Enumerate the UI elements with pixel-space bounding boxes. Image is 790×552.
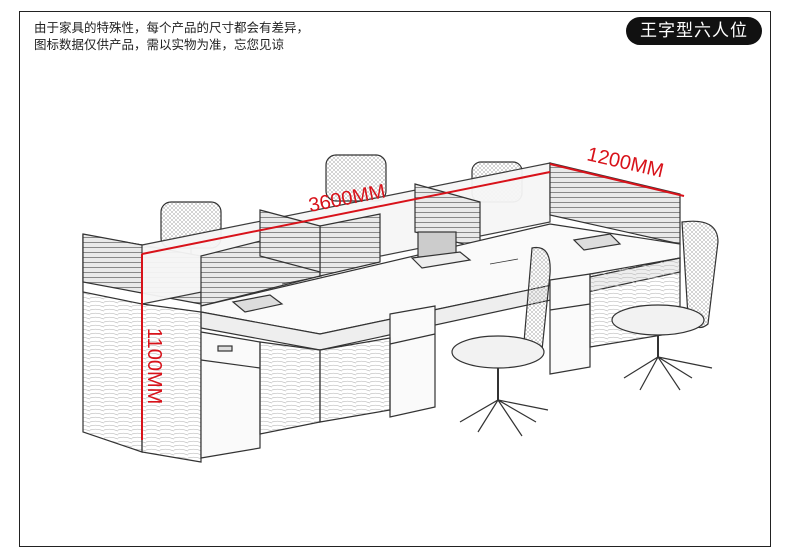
laptop-1 — [231, 294, 284, 313]
product-frame: 3600MM 1200MM 1100MM 由于家具的特殊性，每个产品的尺寸都会有… — [19, 11, 771, 547]
product-type-badge: 王字型六人位 — [626, 17, 762, 45]
laptop-3 — [572, 233, 622, 251]
laptop-2 — [410, 231, 472, 269]
chair-front-2 — [611, 220, 719, 391]
chair-back-2 — [325, 154, 387, 202]
dimension-depth-line — [549, 163, 685, 197]
disclaimer-text: 由于家具的特殊性，每个产品的尺寸都会有差异， 图标数据仅供产品，需以实物为准，忘… — [34, 20, 310, 52]
workstation-illustration: 3600MM 1200MM 1100MM — [82, 143, 719, 463]
pedestal-right — [549, 273, 591, 375]
pedestal-left — [200, 331, 261, 459]
pedestal-center — [389, 305, 436, 418]
dimension-width-line — [141, 171, 551, 255]
chair-front-1 — [451, 246, 551, 437]
dimension-height-label: 1100MM — [143, 328, 165, 404]
